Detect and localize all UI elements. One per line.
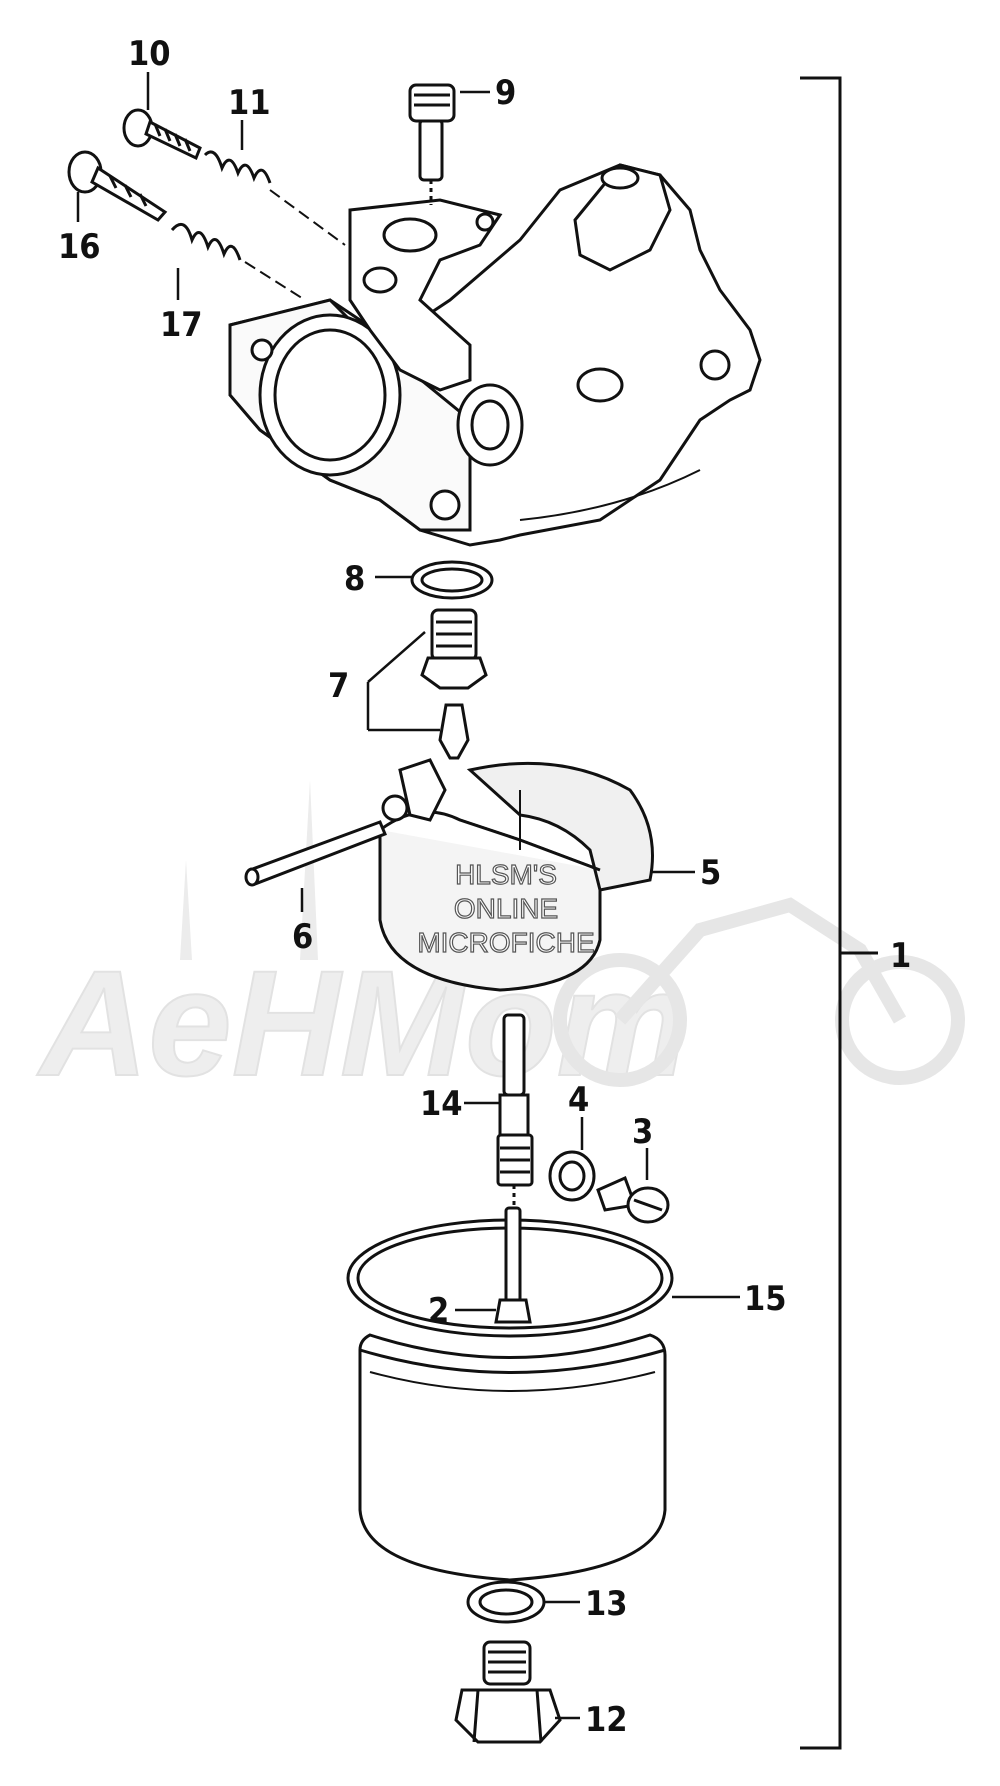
callout-3: 3 — [632, 1112, 653, 1152]
part-14-main-jet — [496, 1013, 534, 1205]
watermark-line-3: MICROFICHE — [417, 927, 594, 958]
callout-4: 4 — [568, 1080, 589, 1120]
float-bowl — [358, 1333, 667, 1582]
part-16-screw — [67, 150, 168, 222]
callout-12: 12 — [585, 1700, 628, 1740]
callout-10: 10 — [128, 34, 171, 74]
part-9-screw — [408, 83, 456, 205]
part-2-slow-jet — [494, 1206, 532, 1324]
part-4-washer — [548, 1150, 596, 1202]
part-7-needle-valve — [420, 608, 488, 760]
callout-2: 2 — [428, 1291, 449, 1331]
callout-14: 14 — [420, 1084, 463, 1124]
callout-8: 8 — [344, 559, 365, 599]
callout-16: 16 — [58, 227, 101, 267]
part-5-float — [378, 758, 654, 992]
callout-15: 15 — [744, 1279, 787, 1319]
callout-11: 11 — [228, 83, 271, 123]
leader-lines — [76, 72, 740, 1720]
assembly-bracket — [800, 76, 878, 1750]
hlsm-watermark: HLSM'S ONLINE MICROFICHE — [417, 858, 596, 958]
callout-6: 6 — [292, 917, 313, 957]
part-3-screw — [596, 1175, 670, 1224]
callout-1: 1 — [890, 936, 911, 976]
part-6-float-pin — [244, 820, 387, 887]
callout-labels: 1 2 3 4 5 6 7 8 9 10 11 12 13 14 15 16 1… — [58, 34, 911, 1740]
part-17-spring — [170, 222, 306, 301]
part-10-screw — [122, 108, 202, 161]
part-11-spring — [203, 150, 346, 246]
watermark-line-2: ONLINE — [454, 893, 558, 924]
callout-13: 13 — [585, 1584, 628, 1624]
callout-17: 17 — [160, 305, 203, 345]
callout-5: 5 — [700, 853, 721, 893]
part-8-gasket — [410, 560, 494, 600]
watermark-line-1: HLSM'S — [455, 859, 557, 890]
callout-9: 9 — [495, 73, 516, 113]
callout-7: 7 — [328, 666, 349, 706]
carburetor-body — [228, 163, 762, 547]
part-12-drain-plug — [454, 1640, 562, 1744]
part-13-washer — [466, 1580, 546, 1624]
